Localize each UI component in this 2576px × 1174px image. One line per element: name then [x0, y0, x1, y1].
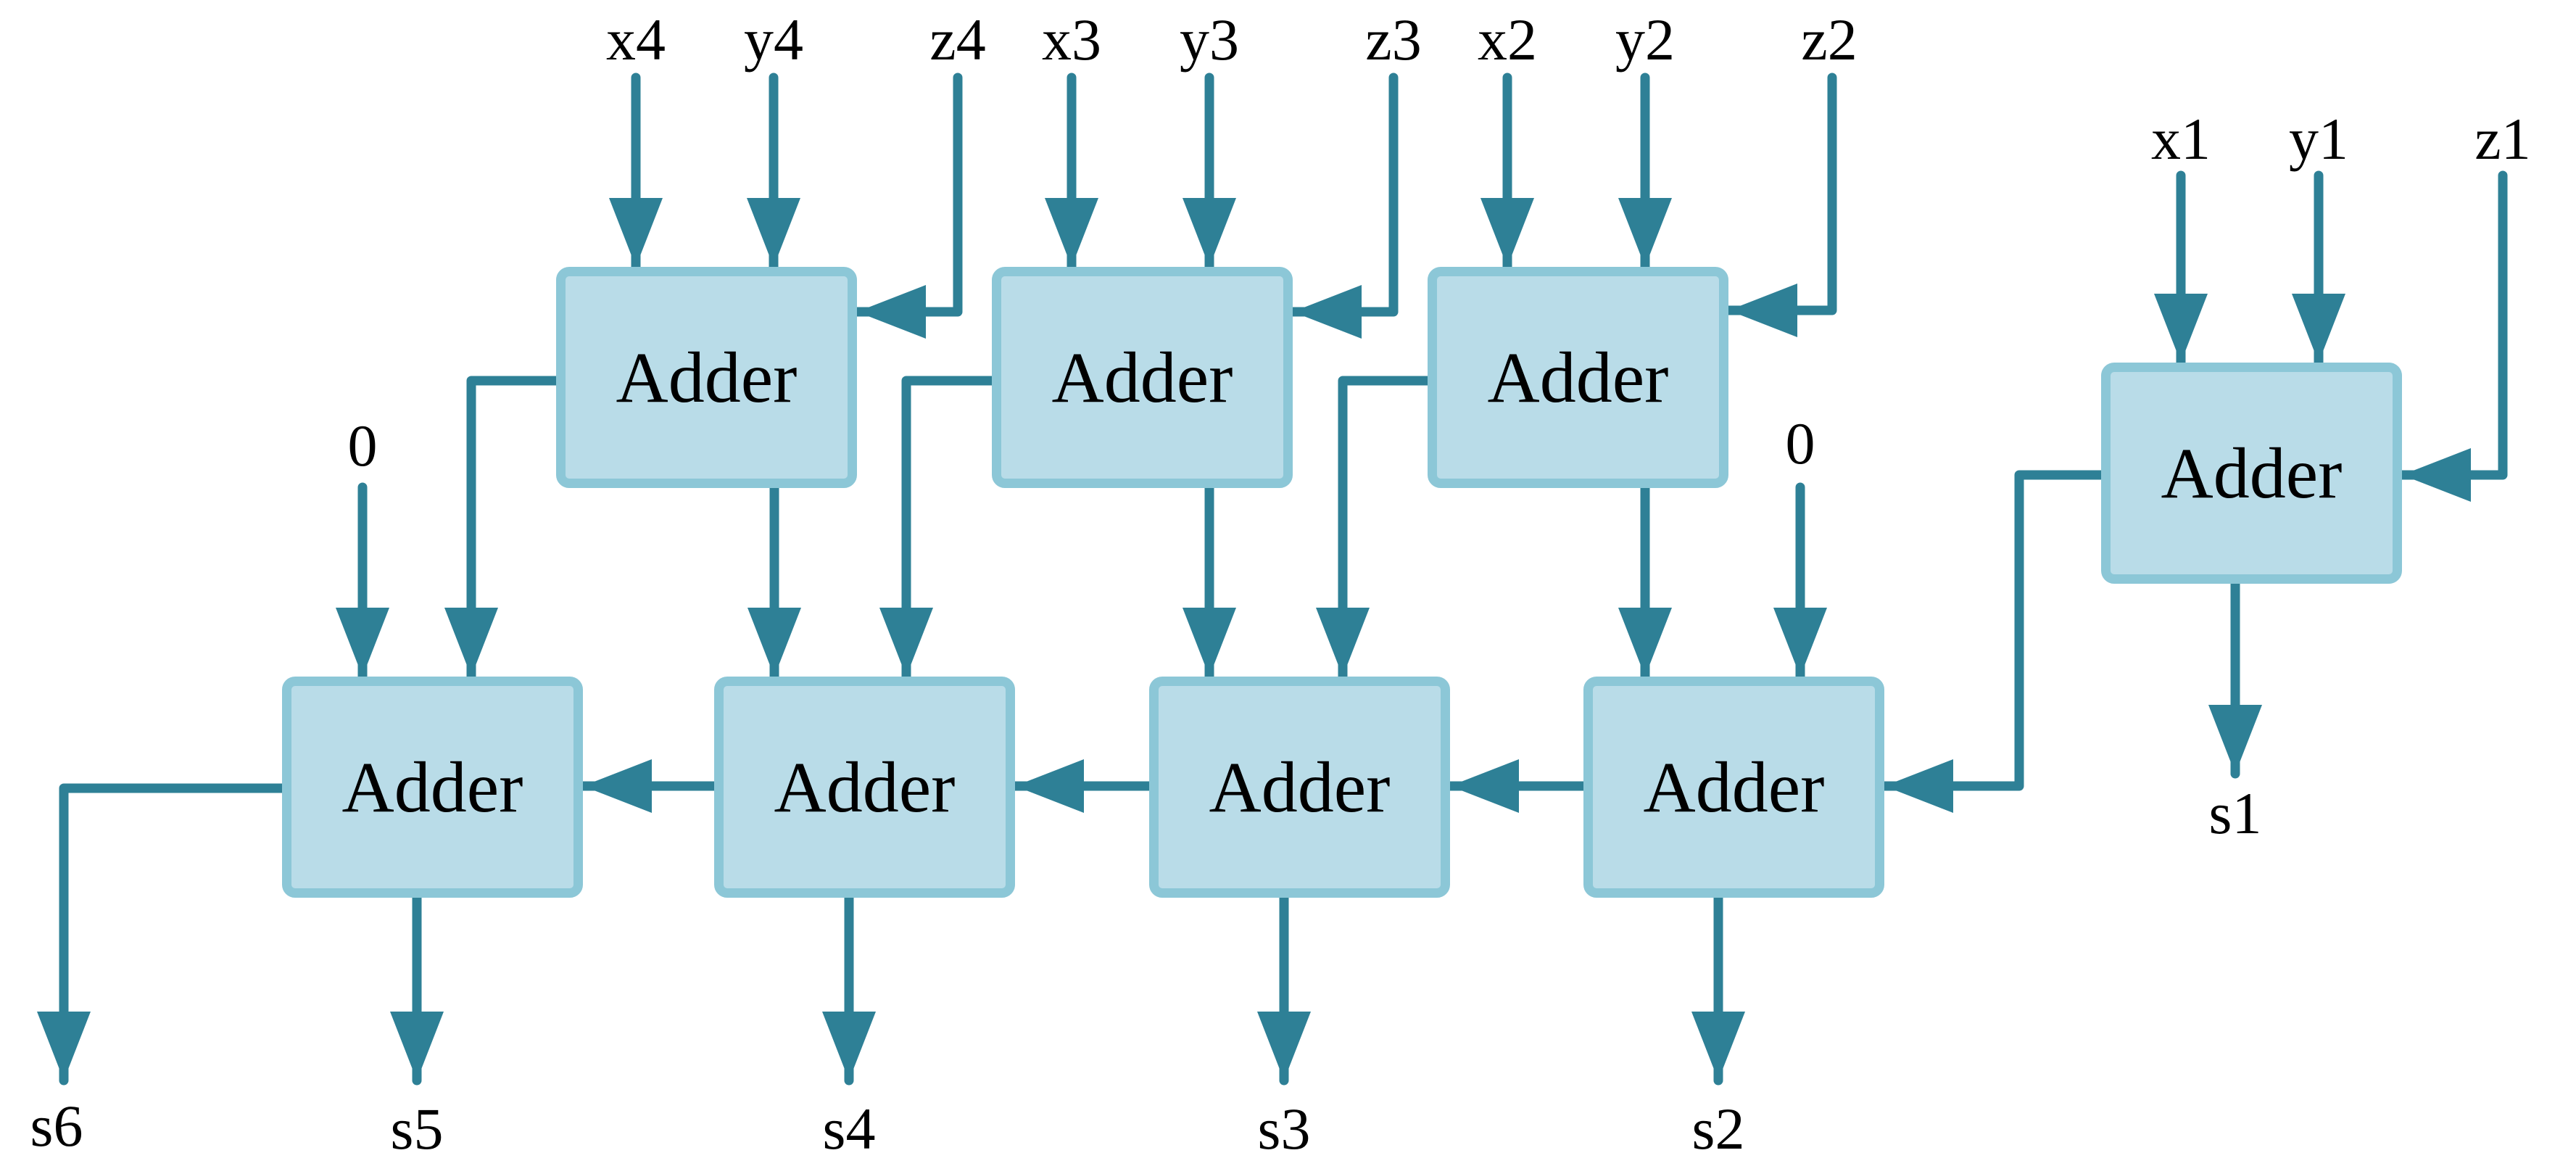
label-s4: s4	[822, 1096, 876, 1162]
label-s2: s2	[1691, 1096, 1745, 1162]
adder-box-x3y3z3: Adder	[992, 267, 1293, 488]
label-y3: y3	[1180, 7, 1239, 73]
z2-input-arrow	[1723, 73, 1837, 337]
adder-label: Adder	[616, 336, 798, 418]
adder-box-s2: Adder	[1583, 677, 1884, 898]
adder-box-x2y2z2: Adder	[1428, 267, 1728, 488]
t4-carry-arrow	[444, 376, 561, 682]
z1-input-arrow	[2397, 170, 2508, 502]
label-y4: y4	[744, 7, 803, 73]
adder-label: Adder	[1051, 336, 1233, 418]
label-s6: s6	[30, 1093, 83, 1159]
label-x2: x2	[1478, 7, 1537, 73]
t3-carry-arrow	[879, 376, 997, 682]
s6-output-arrow	[37, 783, 287, 1086]
label-y2: y2	[1615, 7, 1675, 73]
adder-box-s3: Adder	[1149, 677, 1450, 898]
a1-carry-arrow	[1879, 470, 2106, 813]
label-x1: x1	[2151, 106, 2211, 172]
adder-label: Adder	[1643, 746, 1825, 827]
label-s1: s1	[2208, 780, 2262, 846]
label-zero-right: 0	[1785, 410, 1815, 476]
label-z1: z1	[2474, 106, 2531, 172]
label-s5: s5	[390, 1096, 444, 1162]
adder-box-x1y1z1: Adder	[2101, 363, 2402, 584]
adder-box-s4: Adder	[714, 677, 1015, 898]
label-zero-left: 0	[347, 413, 378, 479]
adder-label: Adder	[341, 746, 523, 827]
label-z3: z3	[1365, 7, 1422, 73]
label-z4: z4	[929, 7, 986, 73]
label-z2: z2	[1801, 7, 1858, 73]
label-s3: s3	[1257, 1096, 1311, 1162]
adder-box-s5: Adder	[282, 677, 583, 898]
label-y1: y1	[2289, 106, 2348, 172]
label-x3: x3	[1042, 7, 1101, 73]
adder-label: Adder	[1487, 336, 1669, 418]
adder-label: Adder	[774, 746, 956, 827]
z3-input-arrow	[1288, 73, 1399, 339]
z4-input-arrow	[852, 73, 963, 339]
adder-box-x4y4z4: Adder	[556, 267, 857, 488]
adder-label: Adder	[1209, 746, 1391, 827]
adder-label: Adder	[2161, 432, 2343, 513]
t2-carry-arrow	[1316, 376, 1433, 682]
label-x4: x4	[606, 7, 666, 73]
